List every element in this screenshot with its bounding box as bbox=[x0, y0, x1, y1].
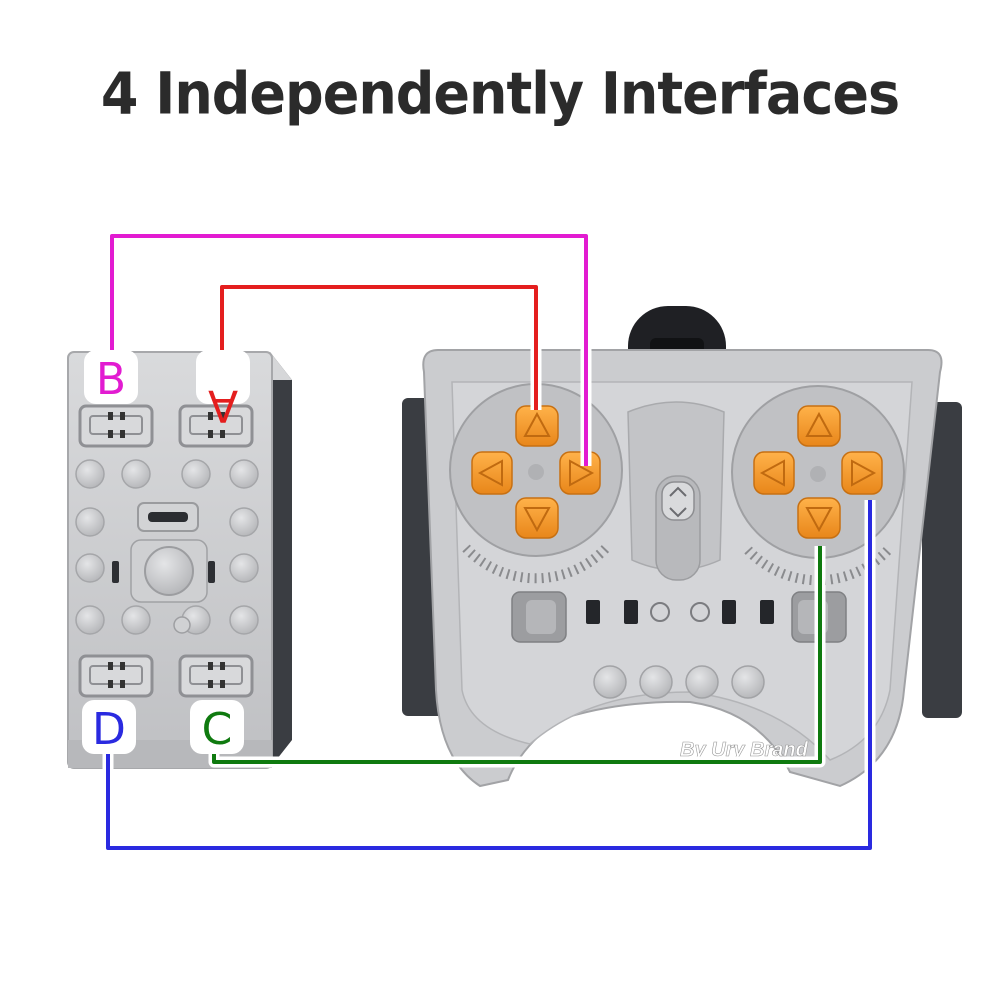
ir-remote bbox=[402, 306, 962, 788]
port-label-b-text: B bbox=[96, 354, 126, 405]
wire-a bbox=[216, 281, 542, 410]
channel-button bbox=[112, 539, 215, 603]
port-a-socket bbox=[178, 404, 254, 448]
left-left-arrow-icon bbox=[471, 451, 513, 495]
wire-d bbox=[102, 500, 876, 854]
wire-b bbox=[106, 230, 592, 466]
port-label-a: A bbox=[196, 350, 250, 431]
port-label-b: B bbox=[84, 350, 138, 405]
wire-c-line bbox=[212, 546, 822, 764]
right-left-arrow-icon bbox=[753, 451, 795, 495]
port-d-socket bbox=[78, 654, 154, 698]
port-b-socket bbox=[78, 404, 154, 448]
left-down-arrow-icon bbox=[515, 497, 559, 539]
port-label-c: C bbox=[190, 700, 244, 755]
wire-d-line bbox=[106, 500, 872, 850]
wire-c bbox=[208, 546, 826, 768]
right-dpad bbox=[731, 385, 905, 586]
port-label-d: D bbox=[82, 700, 136, 755]
left-right-arrow-icon bbox=[559, 451, 601, 495]
right-right-arrow-icon bbox=[841, 451, 883, 495]
receiver-studs bbox=[75, 459, 259, 635]
page-title: 4 Independently Interfaces bbox=[100, 59, 900, 128]
channel-selector bbox=[593, 665, 765, 699]
port-label-a-text: A bbox=[208, 380, 238, 431]
right-down-arrow-icon bbox=[797, 497, 841, 539]
speed-slider bbox=[661, 481, 695, 521]
usb-port-icon bbox=[137, 502, 199, 532]
brand-watermark: By Ury Brand bbox=[680, 739, 809, 761]
wire-b-line bbox=[110, 234, 588, 466]
port-label-d-text: D bbox=[92, 704, 126, 755]
lower-controls bbox=[511, 591, 847, 643]
port-c-socket bbox=[178, 654, 254, 698]
port-label-c-text: C bbox=[202, 704, 233, 755]
left-up-arrow-icon bbox=[515, 405, 559, 447]
wire-a-line bbox=[220, 285, 538, 410]
right-up-arrow-icon bbox=[797, 405, 841, 447]
